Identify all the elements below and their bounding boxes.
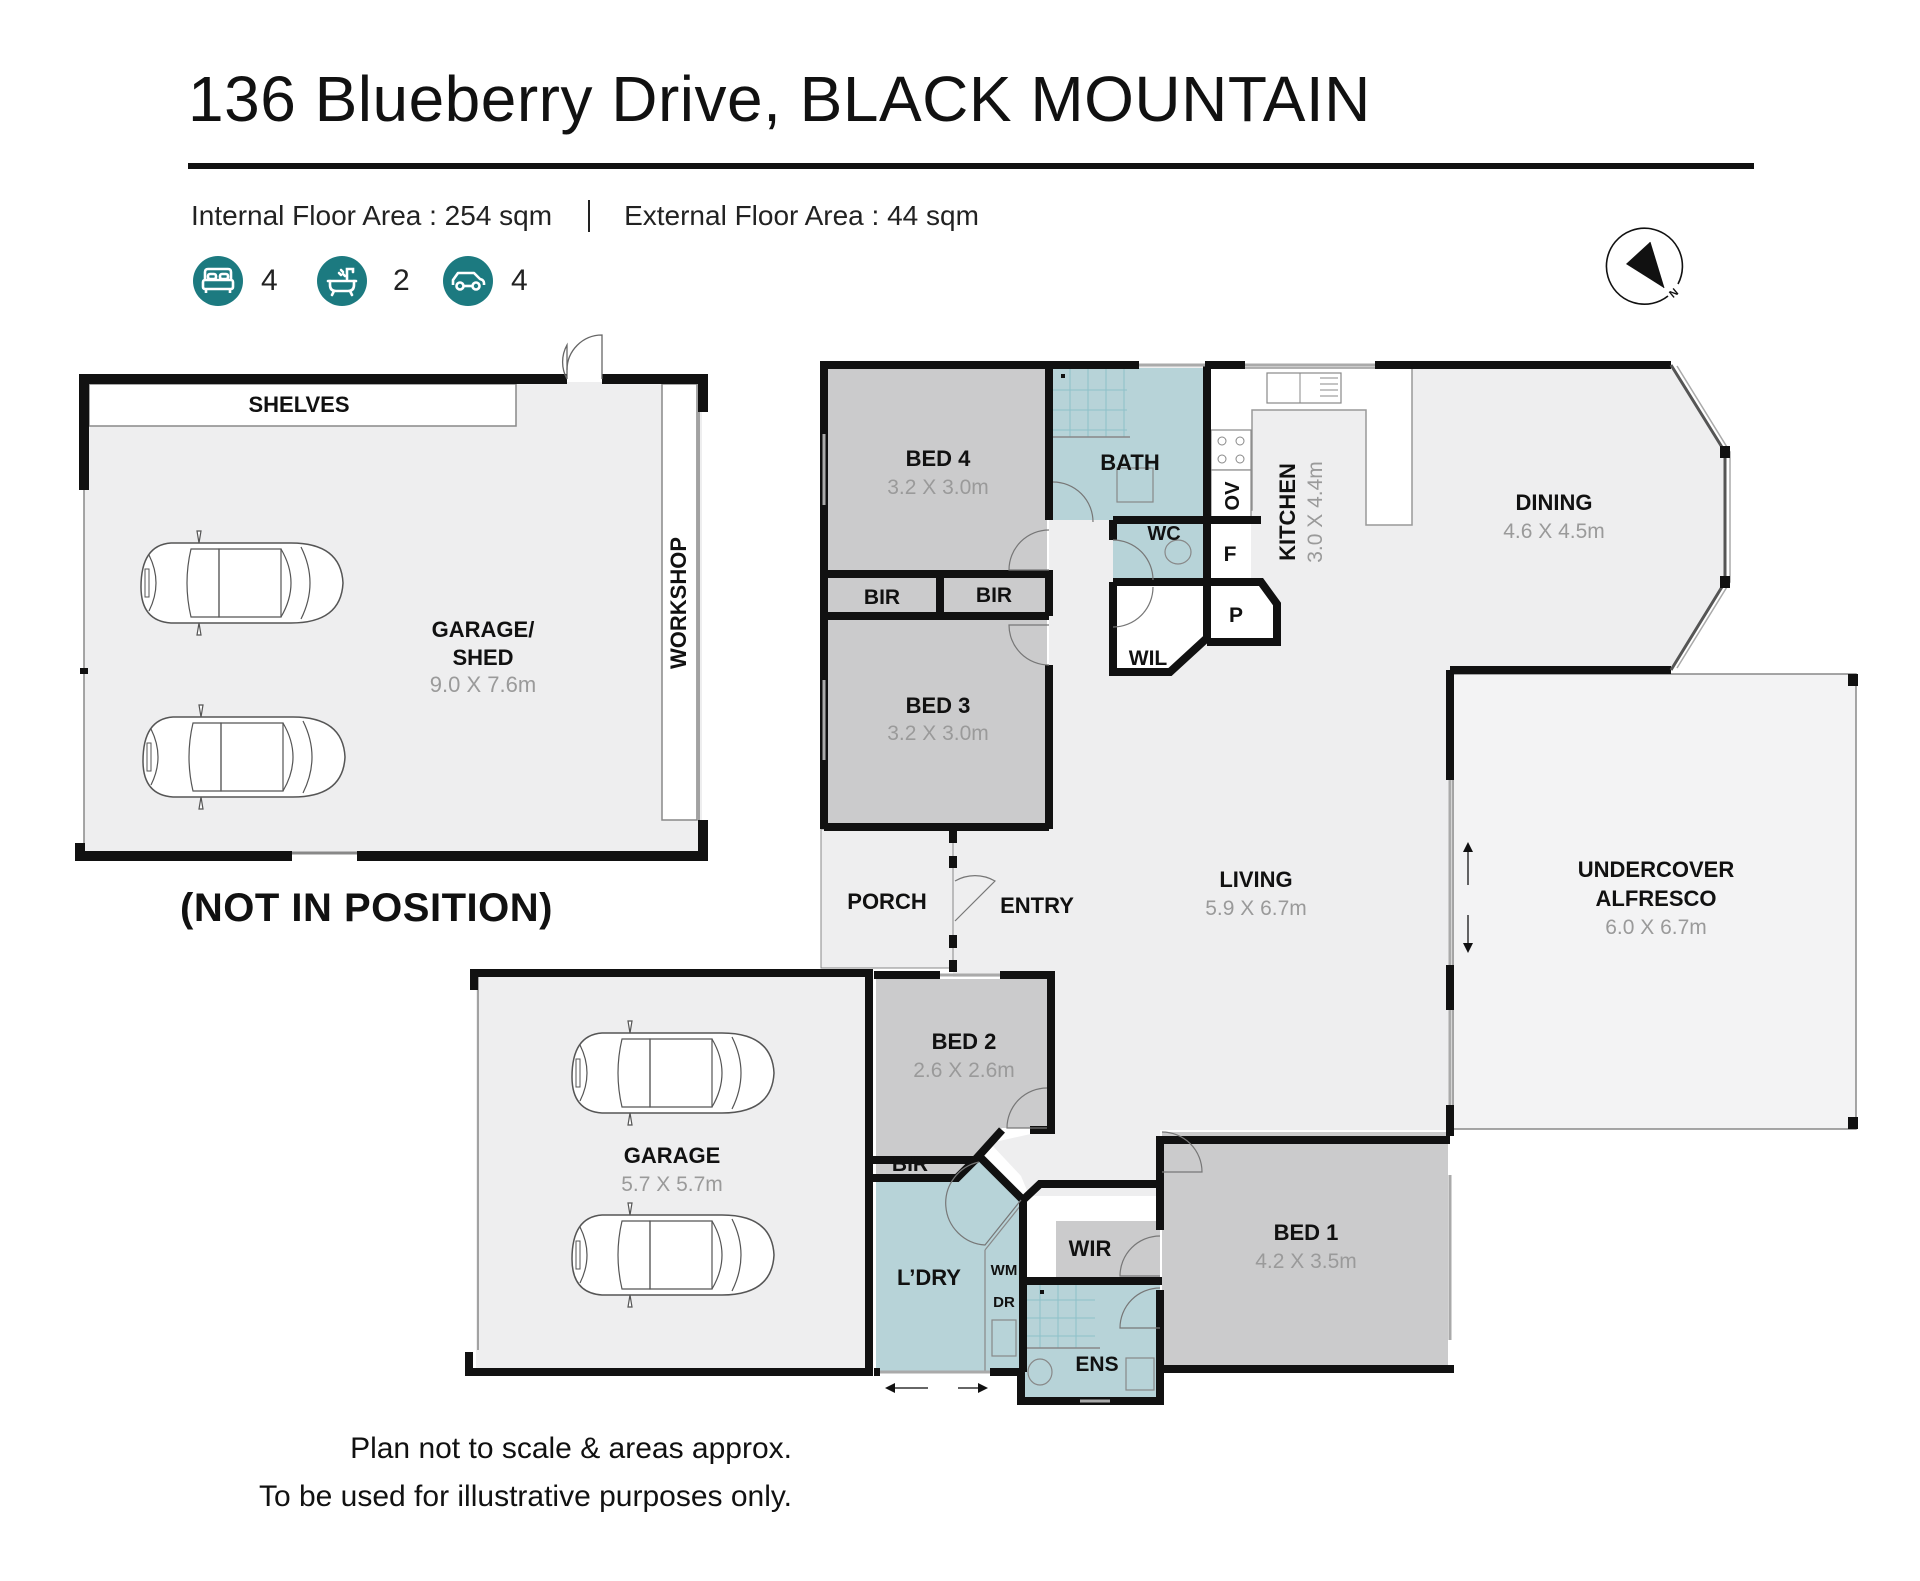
bir-right-label: BIR bbox=[976, 584, 1012, 607]
shelves-label: SHELVES bbox=[248, 392, 349, 417]
kitchen-sink bbox=[1266, 372, 1342, 404]
workshop-bench bbox=[661, 383, 698, 821]
disclaimer-line-2: To be used for illustrative purposes onl… bbox=[258, 1480, 792, 1513]
area-separator bbox=[588, 200, 591, 232]
porch-floor bbox=[820, 828, 954, 969]
shelves-area bbox=[88, 383, 517, 427]
feature-car-spaces: 4 bbox=[443, 256, 535, 306]
porch-label: PORCH bbox=[847, 889, 926, 914]
bed2-label: BED 2 bbox=[932, 1029, 997, 1054]
pantry bbox=[1211, 582, 1277, 642]
alfresco-size: 6.0 X 6.7m bbox=[1605, 916, 1707, 939]
garage-size: 5.7 X 5.7m bbox=[621, 1173, 723, 1196]
bed4-door[interactable] bbox=[1008, 529, 1050, 571]
bed-icon bbox=[193, 256, 243, 306]
dining-size: 4.6 X 4.5m bbox=[1503, 520, 1605, 543]
bed1-size: 4.2 X 3.5m bbox=[1255, 1250, 1357, 1273]
ensuite-floor bbox=[1023, 1283, 1160, 1398]
disclaimer-line-1: Plan not to scale & areas approx. bbox=[350, 1432, 792, 1465]
garage-shed-label-2: SHED bbox=[452, 645, 513, 670]
bath-label: BATH bbox=[1100, 450, 1159, 475]
wir-door[interactable] bbox=[1119, 1235, 1161, 1277]
fridge-label: F bbox=[1224, 543, 1237, 566]
alfresco-floor bbox=[1452, 673, 1857, 1130]
ensuite-label: ENS bbox=[1075, 1353, 1118, 1376]
wc-label: WC bbox=[1147, 523, 1180, 545]
wir-label: WIR bbox=[1069, 1236, 1112, 1261]
bed3-door[interactable] bbox=[1008, 624, 1050, 666]
dryer-label: DR bbox=[993, 1294, 1015, 1311]
wir-floor bbox=[1056, 1221, 1160, 1279]
bath-vanity bbox=[1116, 467, 1154, 503]
bedroom-count: 4 bbox=[261, 264, 278, 297]
kitchen-size: 3.0 X 4.4m bbox=[1304, 461, 1327, 563]
oven-label: OV bbox=[1222, 481, 1244, 511]
feature-bedrooms: 4 bbox=[193, 256, 285, 306]
garage-shed-label-1: GARAGE/ bbox=[432, 617, 535, 642]
washing-machine-label: WM bbox=[991, 1262, 1018, 1279]
living-label: LIVING bbox=[1219, 867, 1292, 892]
toilet bbox=[1164, 539, 1192, 565]
bed2-door[interactable] bbox=[1006, 1087, 1048, 1129]
laundry-tub bbox=[991, 1319, 1017, 1357]
bed2-bir-label: BIR bbox=[892, 1153, 928, 1176]
entry-door[interactable] bbox=[954, 875, 996, 922]
dining-label: DINING bbox=[1516, 490, 1593, 515]
feature-bathrooms: 2 bbox=[317, 256, 417, 306]
bath-floor bbox=[1051, 368, 1207, 520]
bed4-label: BED 4 bbox=[906, 446, 972, 471]
living-size: 5.9 X 6.7m bbox=[1205, 897, 1307, 920]
car-space-count: 4 bbox=[511, 264, 528, 297]
bed3-label: BED 3 bbox=[906, 693, 971, 718]
garage-label: GARAGE bbox=[624, 1143, 721, 1168]
ensuite-door[interactable] bbox=[1119, 1287, 1161, 1329]
bed2-size: 2.6 X 2.6m bbox=[913, 1059, 1015, 1082]
bed3-size: 3.2 X 3.0m bbox=[887, 722, 989, 745]
laundry-label: L’DRY bbox=[897, 1265, 961, 1290]
bath-door[interactable] bbox=[1052, 481, 1094, 523]
bed1-label: BED 1 bbox=[1274, 1220, 1339, 1245]
alfresco-label-1: UNDERCOVER bbox=[1578, 857, 1735, 882]
walk-in-linen bbox=[1113, 582, 1207, 672]
alfresco-label-2: ALFRESCO bbox=[1596, 886, 1717, 911]
car-outline bbox=[571, 1020, 775, 1126]
wc-door[interactable] bbox=[1112, 539, 1154, 581]
main-house: BED 4 3.2 X 3.0m BIR BIR BED 3 3.2 X 3.0… bbox=[465, 361, 1858, 1405]
property-address-title: 136 Blueberry Drive, BLACK MOUNTAIN bbox=[188, 63, 1371, 135]
wil-door[interactable] bbox=[1112, 586, 1154, 628]
laundry-door[interactable] bbox=[945, 1161, 1022, 1246]
internal-floor-area: Internal Floor Area : 254 sqm bbox=[191, 200, 553, 231]
entry-label: ENTRY bbox=[1000, 893, 1074, 918]
bath-icon bbox=[317, 256, 367, 306]
car-icon bbox=[443, 256, 493, 306]
bed2-floor bbox=[876, 979, 1047, 1156]
car-outline bbox=[571, 1202, 775, 1308]
garage-shed-building: SHELVES GARAGE/ SHED 9.0 X 7.6m WORKSHOP bbox=[75, 334, 708, 861]
car-outline bbox=[140, 530, 344, 636]
shed-door[interactable] bbox=[561, 342, 568, 380]
bed1-floor bbox=[1162, 1132, 1448, 1367]
external-floor-area: External Floor Area : 44 sqm bbox=[624, 200, 979, 231]
bed4-size: 3.2 X 3.0m bbox=[887, 476, 989, 499]
bed1-door[interactable] bbox=[1161, 1131, 1203, 1173]
garage-shed-size: 9.0 X 7.6m bbox=[430, 672, 536, 697]
wil-label: WIL bbox=[1129, 647, 1168, 670]
floor-area-summary: Internal Floor Area : 254 sqm External F… bbox=[191, 200, 979, 232]
not-in-position-note: (NOT IN POSITION) bbox=[180, 886, 553, 930]
property-features: 4 2 4 bbox=[193, 256, 561, 306]
workshop-label: WORKSHOP bbox=[666, 537, 691, 669]
compass-icon: N bbox=[1605, 227, 1684, 305]
car-outline bbox=[142, 704, 346, 810]
bed3-floor bbox=[826, 616, 1047, 823]
bed4-floor bbox=[826, 368, 1047, 572]
pantry-label: P bbox=[1229, 604, 1243, 627]
fridge-space bbox=[1211, 520, 1251, 582]
ensuite-vanity bbox=[1125, 1357, 1155, 1391]
cooktop bbox=[1210, 429, 1252, 471]
kitchen-label: KITCHEN bbox=[1275, 463, 1300, 561]
north-compass: N bbox=[1604, 226, 1688, 310]
bir-left-label: BIR bbox=[864, 586, 900, 609]
title-divider bbox=[188, 163, 1754, 169]
bathroom-count: 2 bbox=[393, 264, 410, 297]
